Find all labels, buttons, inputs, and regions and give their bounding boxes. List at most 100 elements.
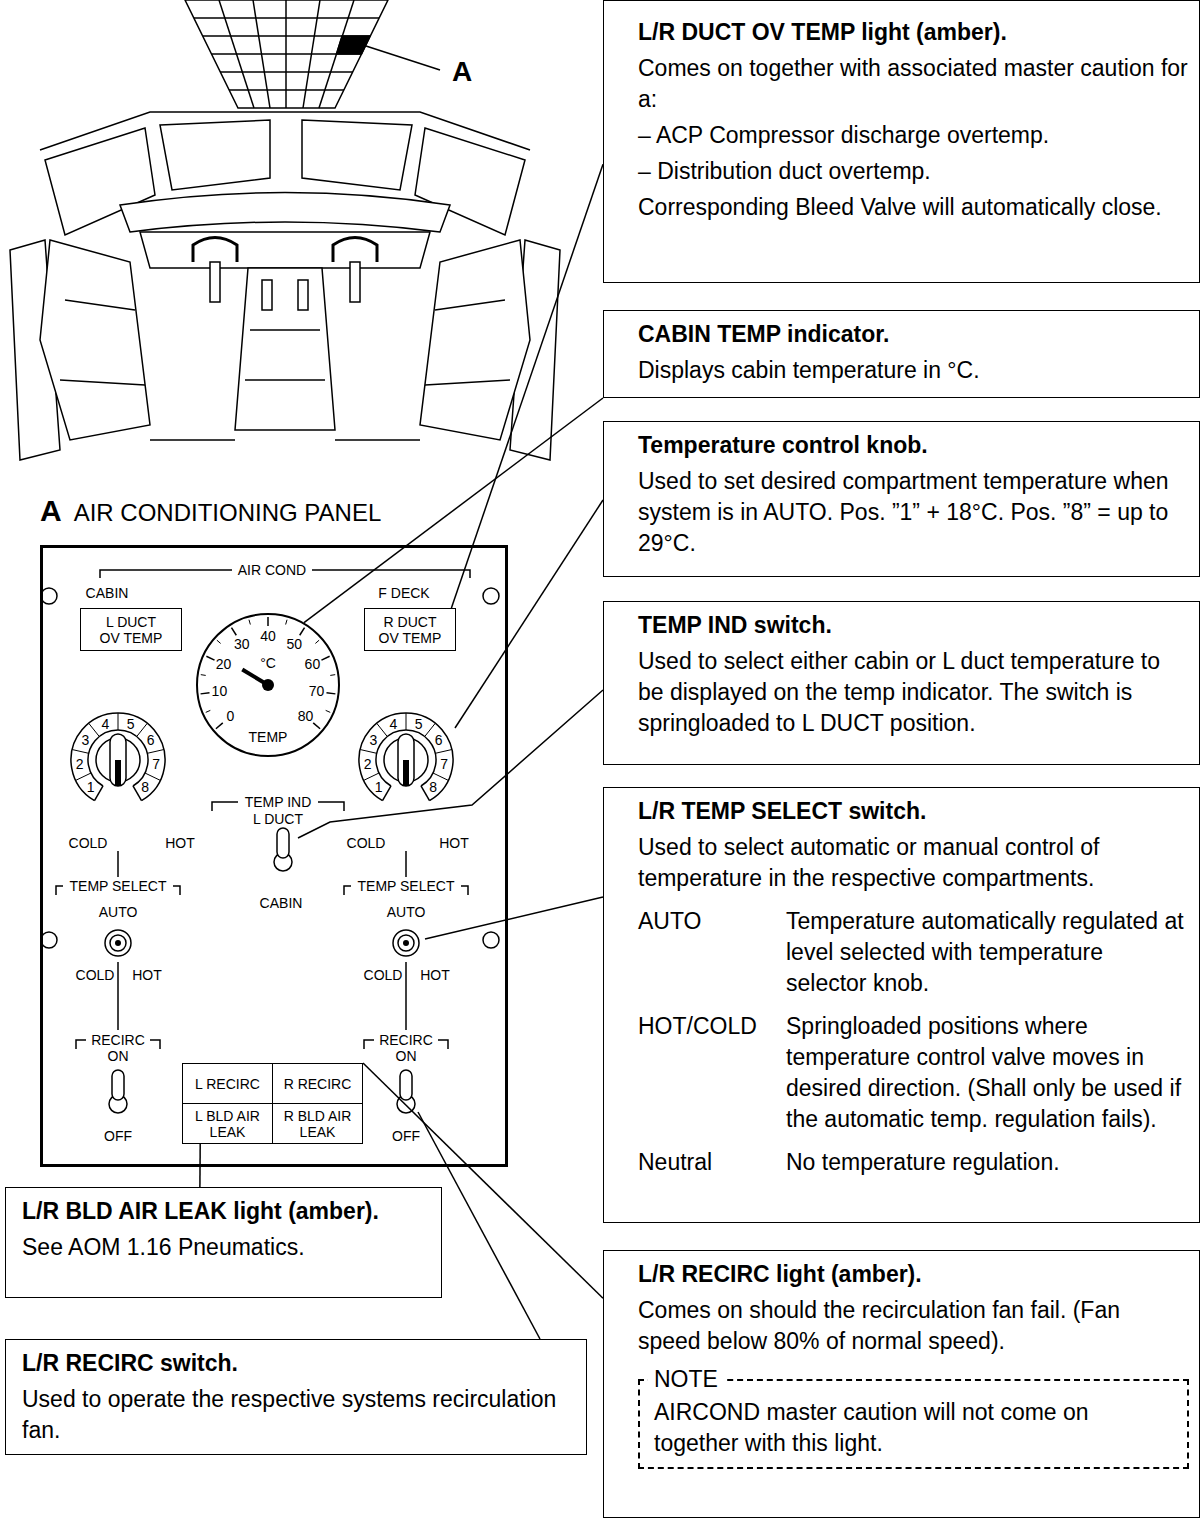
- gauge-tick: [217, 640, 221, 643]
- gauge-tick: [326, 710, 331, 712]
- cockpit-illustration: [350, 262, 360, 302]
- gauge-tick: [206, 710, 211, 712]
- panel-legend: TEMP SELECT: [70, 878, 167, 894]
- gauge-tick: [267, 617, 269, 626]
- knob-scale: [383, 786, 392, 801]
- selector-switch: [115, 940, 121, 946]
- cockpit-illustration: [420, 240, 530, 440]
- callout-heading: L/R RECIRC light (amber).: [638, 1259, 1189, 1290]
- knob-scale-number: 2: [364, 756, 372, 772]
- callout-box: L/R BLD AIR LEAK light (amber).See AOM 1…: [5, 1187, 442, 1298]
- toggle-lever: [277, 828, 289, 858]
- gauge-tick: [315, 640, 319, 643]
- light-legend: L BLD AIR LEAK: [185, 1108, 270, 1140]
- cockpit-illustration: [285, 0, 287, 108]
- gauge-scale-number: 40: [260, 629, 276, 644]
- definition-term: HOT/COLD: [638, 1011, 786, 1135]
- selector-switch: [398, 935, 414, 951]
- cockpit-illustration: [337, 36, 371, 54]
- air-conditioning-panel: AAIR CONDITIONING PANELL DUCT OV TEMPR D…: [40, 545, 508, 1167]
- panel-legend: ON: [396, 1048, 417, 1064]
- gauge-tick: [321, 656, 329, 660]
- knob-scale-divider: [360, 750, 377, 754]
- air-cond-rule: [100, 570, 470, 578]
- knob-scale: [376, 730, 436, 786]
- view-callout: A: [452, 57, 472, 87]
- panel-screw: [483, 932, 499, 948]
- light-legend: L RECIRC: [195, 1076, 260, 1092]
- cockpit-illustration: [193, 238, 237, 263]
- panel-legend: AIR COND: [238, 562, 306, 578]
- cockpit-illustration: [40, 240, 150, 440]
- note-heading: NOTE: [648, 1365, 724, 1393]
- panel-screw: [41, 588, 499, 948]
- panel-legend: COLD: [364, 967, 403, 983]
- cockpit-illustration: [219, 0, 254, 108]
- cockpit-illustration: [253, 0, 270, 108]
- knob-scale-divider: [145, 773, 160, 780]
- knob-scale-number: 3: [81, 732, 89, 748]
- gauge-tick: [249, 620, 250, 625]
- bracket: [212, 802, 238, 811]
- panel-screw: [483, 588, 499, 604]
- knob-scale-number: 5: [127, 716, 135, 732]
- air-cond-rule: [100, 570, 232, 578]
- cockpit-illustration: [235, 268, 335, 430]
- annunciator-light: L BLD AIR LEAK: [182, 1103, 273, 1144]
- warning-light: R DUCT OV TEMP: [364, 608, 456, 651]
- panel-legend: TEMP SELECT: [358, 878, 455, 894]
- panel-legend: F DECK: [378, 585, 429, 601]
- callout-text: Used to set desired compartment temperat…: [638, 466, 1189, 559]
- panel-legend: CABIN: [260, 895, 303, 911]
- warning-light: L DUCT OV TEMP: [80, 608, 182, 651]
- callout-text: – Distribution duct overtemp.: [638, 156, 1189, 187]
- cockpit-illustration: [303, 0, 320, 108]
- light-legend: L DUCT OV TEMP: [97, 614, 165, 646]
- gauge-scale-number: 50: [287, 636, 303, 651]
- definition-term: Neutral: [638, 1147, 786, 1178]
- panel-legend: HOT: [132, 967, 162, 983]
- knob-scale-divider: [147, 750, 164, 754]
- bracket: [76, 1040, 86, 1049]
- gauge-hub: [262, 679, 274, 691]
- note-box: NOTEAIRCOND master caution will not come…: [638, 1379, 1189, 1469]
- callout-box: Temperature control knob.Used to set des…: [603, 421, 1200, 577]
- callout-text: Comes on together with associated master…: [638, 53, 1189, 115]
- callout-heading: L/R BLD AIR LEAK light (amber).: [22, 1196, 431, 1227]
- annunciator-light: R RECIRC: [272, 1063, 363, 1104]
- bracket: [150, 1040, 160, 1049]
- cockpit-illustration: [250, 329, 320, 331]
- panel-heading: AAIR CONDITIONING PANEL: [40, 494, 385, 528]
- bracket: [364, 1040, 374, 1049]
- column-line: [117, 962, 119, 1030]
- light-legend: R RECIRC: [284, 1076, 352, 1092]
- knob-pointer: [115, 760, 121, 786]
- knob-scale-number: 6: [435, 732, 443, 748]
- callout-text: Used to select either cabin or L duct te…: [638, 646, 1189, 739]
- gauge-scale-number: 30: [234, 636, 250, 651]
- cockpit-illustration: [60, 300, 145, 385]
- definition-row: AUTOTemperature automatically regulated …: [638, 906, 1189, 999]
- panel-legend: CABIN: [86, 585, 129, 601]
- callout-text: Used to operate the respective systems r…: [22, 1384, 576, 1446]
- knob-scale-number: 2: [76, 756, 84, 772]
- cockpit-illustration: [302, 120, 412, 190]
- panel-legend: HOT: [439, 835, 469, 851]
- toggle-lever: [400, 1070, 412, 1100]
- panel-legend: TEMP IND: [245, 794, 312, 810]
- panel-legend: COLD: [76, 967, 115, 983]
- cockpit-illustration: [262, 280, 272, 310]
- knob-scale-divider: [72, 750, 89, 754]
- knob-scale-number: 4: [101, 716, 109, 732]
- view-letter: A: [40, 494, 62, 527]
- gauge-scale-number: 20: [216, 657, 232, 672]
- knob-scale: [359, 713, 453, 801]
- callout-box: TEMP IND switch.Used to select either ca…: [603, 601, 1200, 765]
- knob-scale-number: 1: [87, 779, 95, 795]
- callout-heading: L/R RECIRC switch.: [22, 1348, 576, 1379]
- air-cond-rule: [312, 570, 470, 578]
- temperature-gauge: 01020304050607080°CTEMP: [196, 613, 340, 757]
- gauge-tick: [206, 656, 214, 660]
- knob-scale-divider: [118, 713, 119, 730]
- gauge-tick: [216, 723, 223, 729]
